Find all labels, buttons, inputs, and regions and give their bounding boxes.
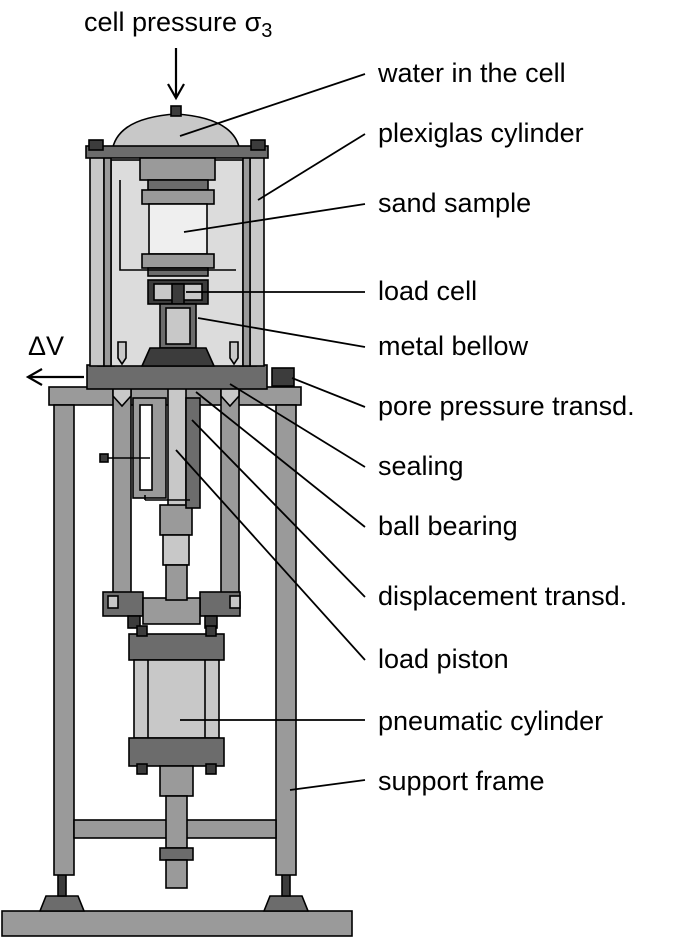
label-support-frame: support frame	[378, 766, 545, 796]
base-plate	[1, 910, 353, 937]
pneumatic-mount	[102, 591, 241, 629]
label-displacement-transducer: displacement transd.	[378, 581, 627, 611]
metal-bellow	[117, 303, 239, 367]
support-frame	[48, 386, 302, 876]
volume-change-arrow	[25, 368, 84, 386]
foot-left	[38, 895, 86, 912]
cell-pressure-label: cell pressure σ3	[84, 7, 272, 42]
label-pneumatic-cylinder: pneumatic cylinder	[378, 706, 603, 736]
label-plexiglas-cylinder: plexiglas cylinder	[378, 118, 584, 148]
label-water-in-cell: water in the cell	[377, 58, 566, 88]
label-ball-bearing: ball bearing	[378, 511, 518, 541]
foot-screw-right	[281, 873, 291, 897]
label-load-piston: load piston	[378, 644, 509, 674]
sample-assembly	[119, 179, 236, 277]
label-load-cell: load cell	[378, 276, 477, 306]
foot-screw-left	[57, 873, 67, 897]
label-pore-pressure-transducer: pore pressure transd.	[378, 391, 635, 421]
load-cell	[147, 279, 209, 305]
bearing-housing	[99, 397, 201, 509]
leader-lines	[175, 73, 366, 791]
cell-base	[86, 351, 295, 390]
label-sand-sample: sand sample	[378, 188, 531, 218]
delta-v-label: ΔV	[28, 331, 64, 361]
cell-pressure-arrow	[167, 48, 185, 101]
label-sealing: sealing	[378, 451, 464, 481]
inner-rods	[112, 385, 240, 601]
label-metal-bellow: metal bellow	[378, 331, 529, 361]
top-cap	[85, 105, 269, 181]
foot-right	[262, 895, 310, 912]
pneumatic-cylinder	[128, 625, 225, 889]
